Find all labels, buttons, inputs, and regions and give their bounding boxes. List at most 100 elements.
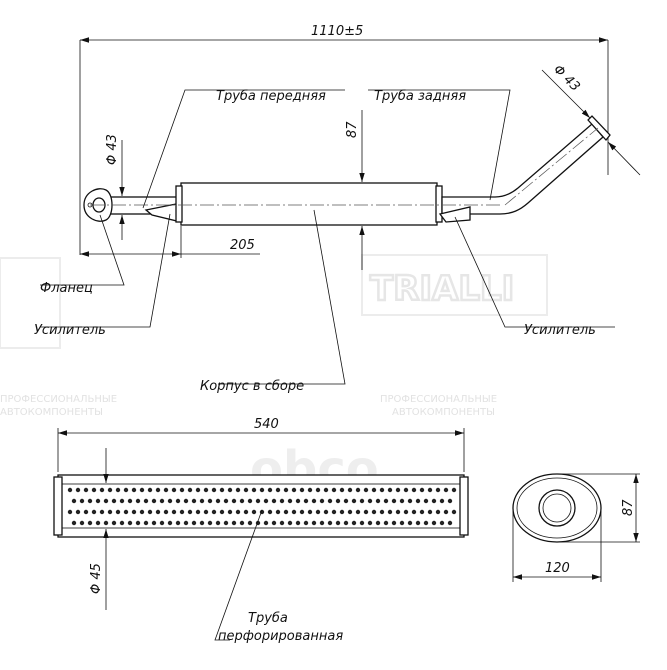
perforation-hole — [407, 520, 413, 526]
perforation-hole — [175, 520, 181, 526]
dim-body-height: 87 — [345, 121, 360, 138]
perforation-hole — [287, 520, 293, 526]
label-reinforcer-left: Усилитель — [34, 323, 106, 338]
perforation-hole — [291, 487, 297, 493]
perforation-hole — [243, 487, 249, 493]
perforation-hole — [435, 509, 441, 515]
perforation-hole — [331, 487, 337, 493]
perforation-hole — [231, 498, 237, 504]
perforation-hole — [135, 498, 141, 504]
perforation-hole — [271, 520, 277, 526]
perforation-hole — [215, 498, 221, 504]
perforation-hole — [323, 487, 329, 493]
perforation-hole — [259, 487, 265, 493]
perforation-hole — [311, 498, 317, 504]
perforation-hole — [411, 509, 417, 515]
perforation-hole — [207, 520, 213, 526]
perforation-hole — [163, 487, 169, 493]
perforation-hole — [363, 509, 369, 515]
perforation-hole — [191, 520, 197, 526]
perforation-hole — [379, 509, 385, 515]
oval-section — [512, 473, 602, 543]
perforation-hole — [95, 520, 101, 526]
perforation-hole — [403, 487, 409, 493]
perforation-hole — [319, 498, 325, 504]
perforation-hole — [183, 520, 189, 526]
perforation-hole — [227, 487, 233, 493]
perforation-hole — [67, 509, 73, 515]
perforation-hole — [327, 498, 333, 504]
perforation-hole — [83, 487, 89, 493]
perforation-hole — [355, 509, 361, 515]
perforation-hole — [147, 509, 153, 515]
perforation-hole — [451, 509, 457, 515]
perforation-hole — [383, 520, 389, 526]
perforation-hole — [155, 487, 161, 493]
rear-pipe-axis — [504, 127, 599, 206]
perforation-hole — [91, 487, 97, 493]
perforation-hole — [139, 487, 145, 493]
perforation-hole — [243, 509, 249, 515]
perforation-hole — [263, 520, 269, 526]
perforation-hole — [391, 520, 397, 526]
leader-pipe-rear — [368, 89, 511, 201]
perforation-hole — [211, 487, 217, 493]
perforation-hole — [67, 487, 73, 493]
perforation-hole — [439, 498, 445, 504]
watermark-line2: АВТОКОМПОНЕНТЫ — [392, 407, 495, 418]
perforation-hole — [159, 520, 165, 526]
perforation-hole — [127, 498, 133, 504]
perforation-hole — [147, 487, 153, 493]
perforation-hole — [339, 509, 345, 515]
perforation-hole — [379, 487, 385, 493]
leader-reinforcer-right — [454, 216, 615, 328]
perforation-hole — [387, 509, 393, 515]
perforation-hole — [351, 520, 357, 526]
perforation-hole — [291, 509, 297, 515]
perforation-hole — [87, 498, 93, 504]
perforation-hole — [279, 498, 285, 504]
perforation-hole — [215, 520, 221, 526]
perforation-hole — [155, 509, 161, 515]
perforation-hole — [295, 498, 301, 504]
dim-body-length: 540 — [254, 417, 279, 432]
perforation-hole — [287, 498, 293, 504]
perforation-hole — [203, 487, 209, 493]
perforation-hole — [299, 509, 305, 515]
dim-section-height: 87 — [621, 499, 636, 516]
perforation-hole — [415, 498, 421, 504]
perforation-hole — [411, 487, 417, 493]
perforation-hole — [151, 520, 157, 526]
perforation-hole — [223, 498, 229, 504]
perforation-hole — [395, 487, 401, 493]
perforation-hole — [367, 520, 373, 526]
perforation-hole — [111, 498, 117, 504]
perforation-hole — [235, 509, 241, 515]
leader-perforated — [214, 509, 263, 641]
perforation-hole — [115, 509, 121, 515]
perforation-hole — [387, 487, 393, 493]
watermark-logo-frame-left — [0, 257, 61, 349]
perforation-hole — [87, 520, 93, 526]
dim-offset: 205 — [230, 238, 255, 253]
dim-total-length: 1110±5 — [311, 24, 363, 39]
perforation-hole — [151, 498, 157, 504]
perforation-hole — [223, 520, 229, 526]
perforation-hole — [355, 487, 361, 493]
perforation-hole — [123, 487, 129, 493]
label-flange: Фланец — [40, 281, 93, 296]
perforation-hole — [131, 509, 137, 515]
perforation-hole — [199, 498, 205, 504]
watermark-line2-left: АВТОКОМПОНЕНТЫ — [0, 407, 103, 418]
perforation-hole — [347, 487, 353, 493]
perforation-hole — [307, 487, 313, 493]
label-pipe-rear: Труба задняя — [374, 89, 466, 104]
perforation-hole — [335, 498, 341, 504]
perforation-hole — [203, 509, 209, 515]
reinforcer-right — [438, 206, 471, 223]
perforation-hole — [179, 487, 185, 493]
perforation-hole — [395, 509, 401, 515]
perforation-hole — [135, 520, 141, 526]
perforation-hole — [115, 487, 121, 493]
perforation-hole — [71, 498, 77, 504]
